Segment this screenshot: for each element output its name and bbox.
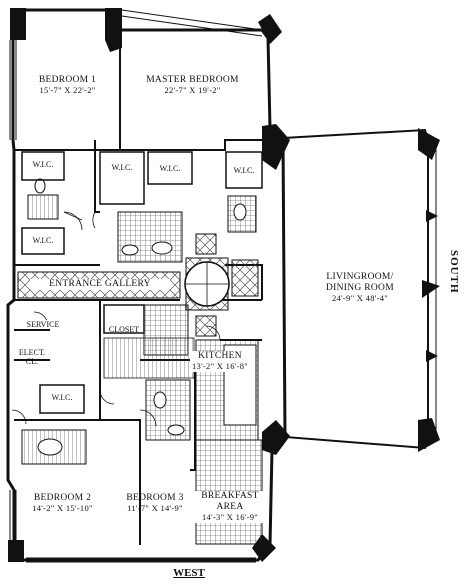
door-swings [11, 211, 221, 427]
south-compass-label: SOUTH [448, 250, 460, 294]
electrical-closet-label: ELECT. CL. [14, 348, 50, 366]
bedroom-2-name: BEDROOM 2 [33, 493, 92, 503]
master-bedroom-dimensions: 22'-7" X 19'-2" [164, 84, 221, 95]
wic-label-2: W.I.C. [32, 236, 54, 245]
breakfast-area-dimensions: 14'-3" X 16'-9" [201, 511, 259, 522]
wic-label-5: W.I.C. [233, 166, 255, 175]
bedroom-3-name: BEDROOM 3 [126, 493, 184, 503]
elect-text: ELECT. [18, 348, 46, 357]
breakfast-area-label: BREAKFAST AREA 14'-3" X 16'-9" [192, 491, 268, 523]
bedroom-2-dimensions: 14'-2" X 15'-10" [32, 502, 93, 513]
living-room-name: LIVINGROOM/ [326, 272, 394, 282]
bedroom-1-label: BEDROOM 1 15'-7" X 22'-2" [20, 75, 115, 96]
bedroom-2-label: BEDROOM 2 14'-2" X 15'-10" [15, 493, 110, 514]
bedroom-3-label: BEDROOM 3 11'-7" X 14'-9" [115, 493, 195, 514]
bedroom-1-dimensions: 15'-7" X 22'-2" [39, 84, 96, 95]
wic-label-3: W.I.C. [111, 163, 133, 172]
bathroom-fixtures [21, 178, 257, 465]
kitchen-dimensions: 13'-2" X 16'-8" [191, 360, 249, 371]
wic-label-6: W.I.C. [51, 393, 73, 402]
closet-label: CLOSET [108, 325, 140, 334]
bedroom-3-dimensions: 11'-7" X 14'-9" [127, 502, 183, 513]
entrance-gallery-label: ENTRANCE GALLERY [30, 279, 170, 290]
wic-label-4: W.I.C. [159, 164, 181, 173]
service-label: SERVICE [18, 320, 68, 330]
breakfast-area-name: BREAKFAST AREA [201, 491, 259, 512]
bedroom-1-name: BEDROOM 1 [38, 75, 97, 85]
master-bedroom-label: MASTER BEDROOM 22'-7" X 19'-2" [130, 75, 255, 96]
wic-label-1: W.I.C. [32, 160, 54, 169]
west-compass-label: WEST [173, 567, 205, 579]
living-dining-label: LIVINGROOM/ DINING ROOM 24'-9" X 48'-4" [300, 272, 420, 304]
living-dining-dimensions: 24'-9" X 48'-4" [331, 292, 389, 303]
dining-room-name: DINING ROOM [326, 282, 394, 293]
master-bedroom-name: MASTER BEDROOM [146, 75, 239, 85]
cl-text: CL. [25, 357, 39, 367]
kitchen-name: KITCHEN [198, 351, 242, 361]
windows [9, 9, 263, 563]
kitchen-label: KITCHEN 13'-2" X 16'-8" [190, 351, 250, 372]
